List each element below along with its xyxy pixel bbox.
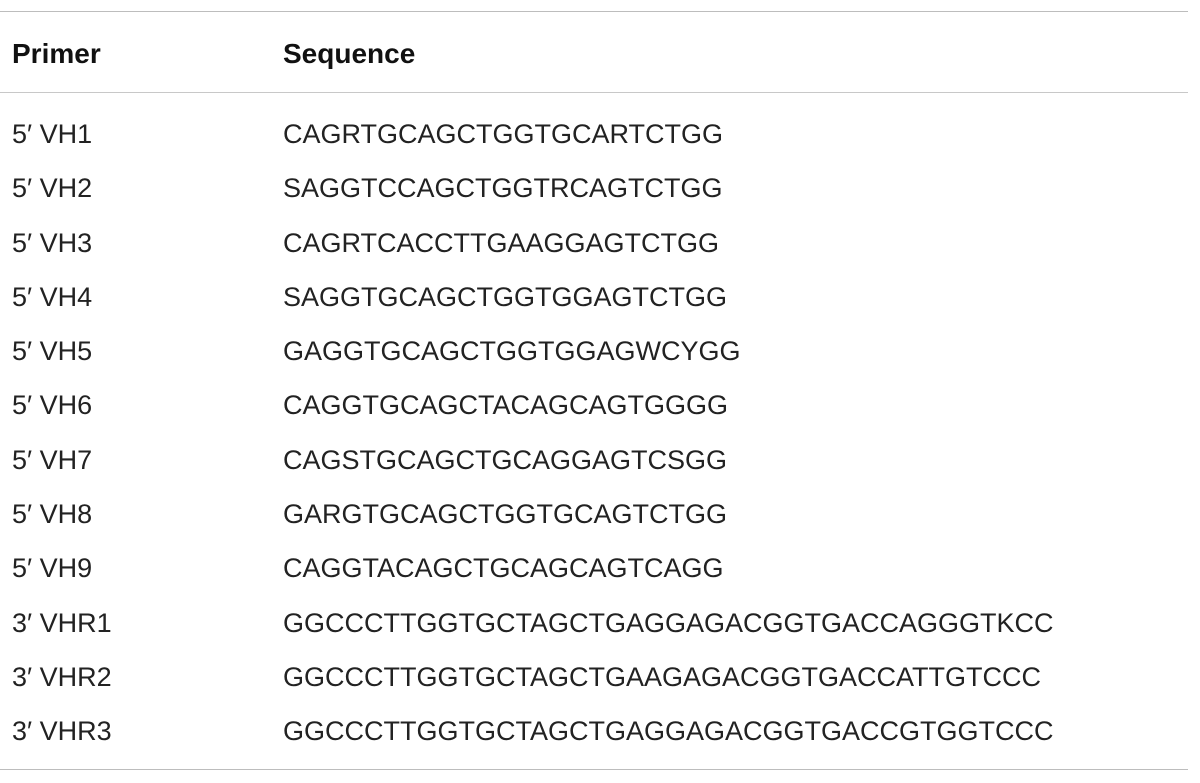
primer-name: 5′ VH5 [12, 336, 93, 367]
table-body: 5′ VH1 CAGRTGCAGCTGGTGCARTCTGG 5′ VH2 SA… [0, 107, 1188, 759]
table-row: 5′ VH9 CAGGTACAGCTGCAGCAGTCAGG [0, 541, 1188, 595]
table-row: 5′ VH1 CAGRTGCAGCTGGTGCARTCTGG [0, 107, 1188, 161]
primer-name: 5′ VH9 [12, 553, 93, 584]
primer-sequence: GARGTGCAGCTGGTGCAGTCTGG [283, 499, 727, 530]
header-primer: Primer [12, 38, 101, 69]
primer-name: 5′ VH3 [12, 227, 93, 258]
primer-sequence: GGCCCTTGGTGCTAGCTGAGGAGACGGTGACCAGGGTKCC [283, 607, 1054, 638]
table-row: 5′ VH6 CAGGTGCAGCTACAGCAGTGGGG [0, 378, 1188, 432]
table-row: 3′ VHR2 GGCCCTTGGTGCTAGCTGAAGAGACGGTGACC… [0, 650, 1188, 704]
header-sequence: Sequence [283, 38, 416, 69]
primer-name: 3′ VHR1 [12, 607, 112, 638]
primer-sequence: CAGGTGCAGCTACAGCAGTGGGG [283, 390, 729, 421]
primer-sequence: CAGGTACAGCTGCAGCAGTCAGG [283, 553, 724, 584]
primer-sequence: CAGRTGCAGCTGGTGCARTCTGG [283, 119, 724, 149]
table-header-row: Primer Sequence [0, 32, 1188, 76]
primer-name: 5′ VH7 [12, 444, 93, 475]
table-row: 5′ VH2 SAGGTCCAGCTGGTRCAGTCTGG [0, 161, 1188, 215]
primer-sequence: CAGRTCACCTTGAAGGAGTCTGG [283, 227, 720, 258]
primer-name: 5′ VH2 [12, 173, 93, 204]
primer-name: 5′ VH8 [12, 499, 93, 530]
table-row: 5′ VH3 CAGRTCACCTTGAAGGAGTCTGG [0, 216, 1188, 270]
primer-sequence: GAGGTGCAGCTGGTGGAGWCYGG [283, 336, 741, 367]
table-top-rule [0, 11, 1188, 12]
primer-name: 5′ VH6 [12, 390, 93, 421]
primer-sequence: SAGGTGCAGCTGGTGGAGTCTGG [283, 281, 728, 312]
primer-name: 3′ VHR2 [12, 661, 112, 692]
table-row: 5′ VH8 GARGTGCAGCTGGTGCAGTCTGG [0, 487, 1188, 541]
table-row: 5′ VH7 CAGSTGCAGCTGCAGGAGTCSGG [0, 433, 1188, 487]
table-bottom-rule [0, 769, 1188, 770]
primer-sequence: SAGGTCCAGCTGGTRCAGTCTGG [283, 173, 723, 204]
primer-sequence: CAGSTGCAGCTGCAGGAGTCSGG [283, 444, 728, 475]
table-row: 3′ VHR3 GGCCCTTGGTGCTAGCTGAGGAGACGGTGACC… [0, 704, 1188, 758]
primer-name: 5′ VH1 [12, 119, 93, 149]
primer-sequence: GGCCCTTGGTGCTAGCTGAAGAGACGGTGACCATTGTCCC [283, 661, 1041, 692]
table-row: 5′ VH5 GAGGTGCAGCTGGTGGAGWCYGG [0, 324, 1188, 378]
primer-name: 3′ VHR3 [12, 716, 112, 747]
table-header-rule [0, 92, 1188, 93]
primer-name: 5′ VH4 [12, 281, 93, 312]
table-row: 5′ VH4 SAGGTGCAGCTGGTGGAGTCTGG [0, 270, 1188, 324]
primer-sequence: GGCCCTTGGTGCTAGCTGAGGAGACGGTGACCGTGGTCCC [283, 716, 1054, 747]
table-row: 3′ VHR1 GGCCCTTGGTGCTAGCTGAGGAGACGGTGACC… [0, 596, 1188, 650]
